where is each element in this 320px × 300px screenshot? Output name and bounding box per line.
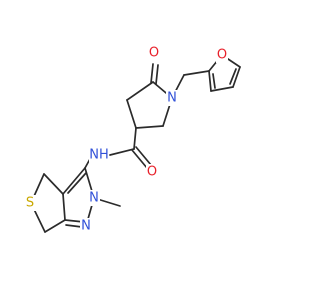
bond-c5-o-a (150, 63, 154, 84)
amide-o-label: O (147, 165, 157, 180)
bond-furan-c3-c2-inner (212, 73, 216, 89)
bond-furan-c5-c4-inner (229, 68, 237, 85)
bond-ch2-furan (183, 70, 210, 76)
bond-c3a-c3-inner (67, 172, 87, 194)
bond-c3a-c3 (62, 167, 86, 195)
bond-c3-camide (133, 127, 137, 150)
ketone-o-label: O (149, 46, 159, 61)
bond-c5-o-b (155, 64, 159, 85)
atom-thiophene-s: S (24, 195, 36, 211)
molecule-diagram: O N O O NH S N N (24, 45, 241, 234)
bond-c3a-c7a (62, 193, 66, 221)
bond-c3a-ch2top (43, 173, 64, 195)
atom-pyrazole-n2: N (88, 190, 100, 206)
bond-c4-c5 (126, 81, 154, 101)
ring-n-label: N (167, 91, 177, 106)
molecule-structure: O N O O NH S N N (24, 45, 241, 234)
atom-pyrazole-n1: N (80, 218, 92, 234)
atom-furan-o: O (216, 47, 228, 63)
pyrazole-n2-label: N (89, 191, 99, 206)
atom-amide-o: O (146, 164, 158, 180)
bond-furan-c3-c2 (208, 70, 212, 92)
atom-ketone-o: O (148, 45, 160, 61)
bond-furan-c5-c4 (232, 66, 241, 88)
bond-n1-c7a-b (65, 224, 83, 228)
bond-c2-c3 (135, 125, 164, 129)
bond-ch2bot-c7a (44, 219, 66, 233)
bond-camide-n (109, 148, 135, 156)
pyrazole-n1-label: N (81, 219, 91, 234)
atom-amide-nh: NH (89, 147, 109, 163)
amide-nh-label: NH (89, 148, 109, 163)
atom-ring-n: N (166, 90, 178, 106)
thiophene-s-label: S (26, 196, 34, 211)
bond-c3-c4 (126, 99, 137, 129)
furan-o-label: O (217, 48, 227, 63)
bond-camide-o-b (135, 146, 152, 166)
bond-camide-o-a (131, 149, 148, 169)
bond-furan-c4-c3 (210, 86, 234, 92)
